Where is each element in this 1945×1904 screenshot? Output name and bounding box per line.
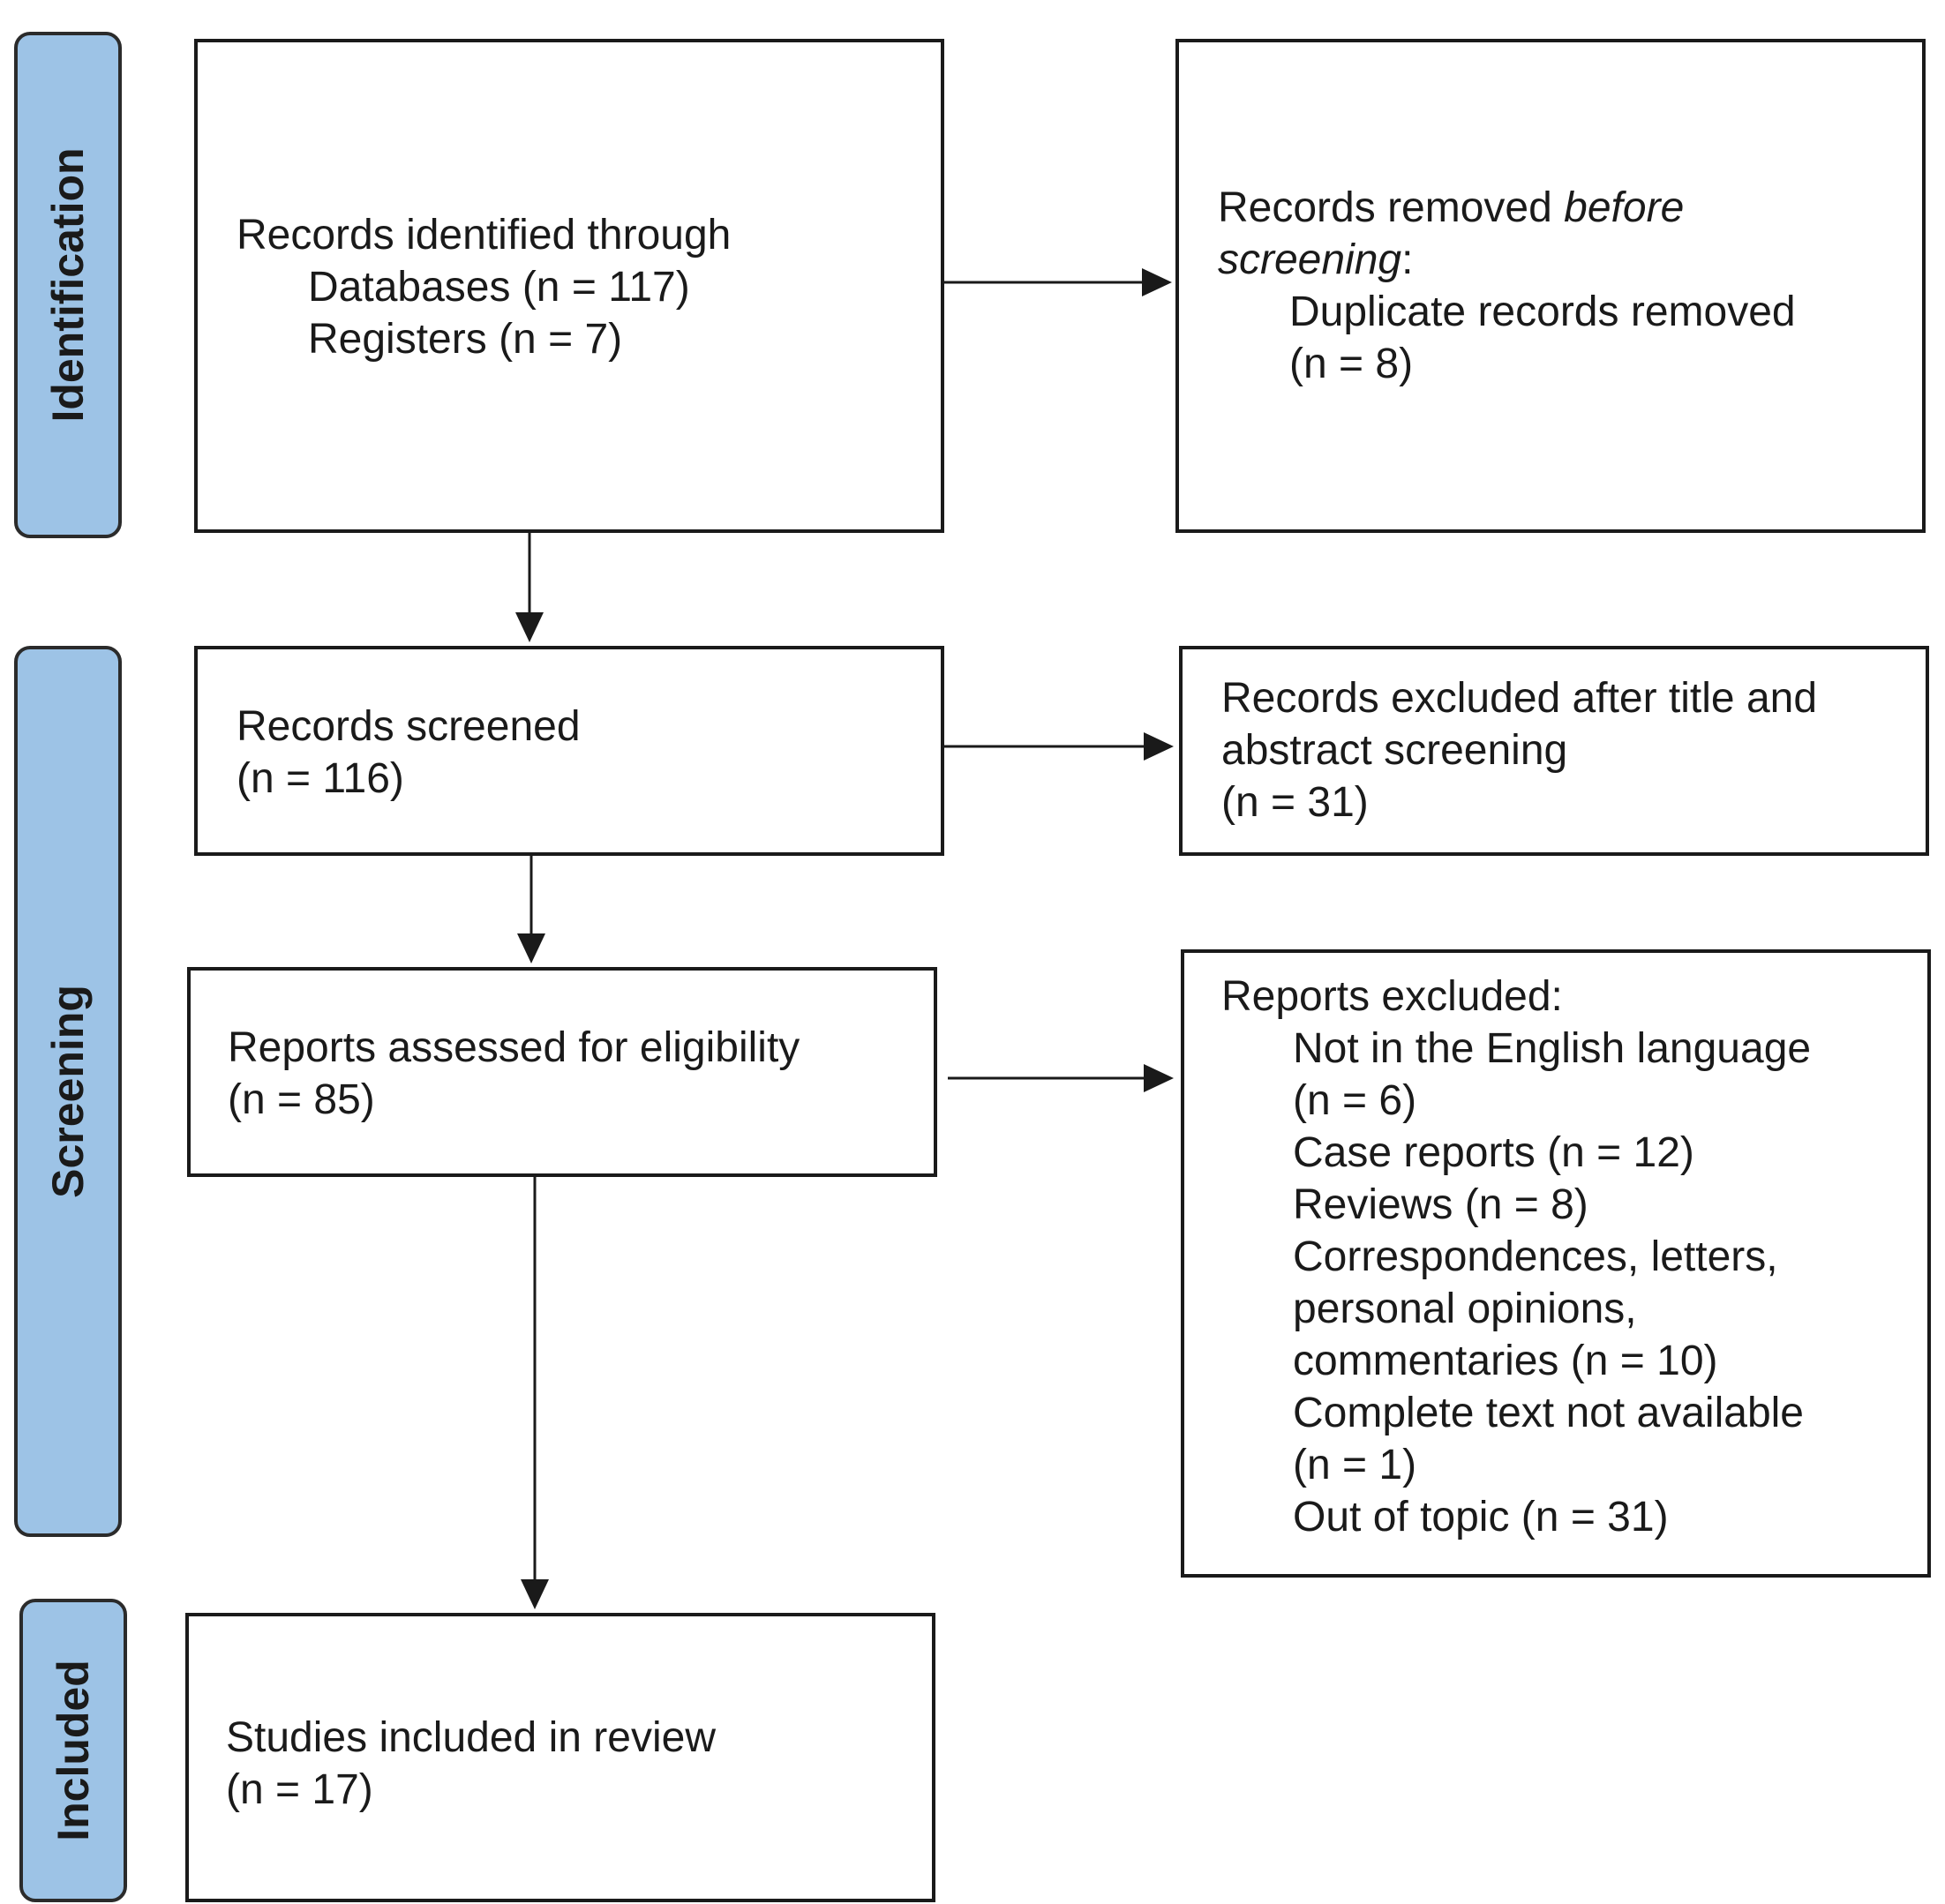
duplicate-records-count: (n = 8) xyxy=(1289,341,1414,387)
reason-line: Correspondences, letters, xyxy=(1293,1233,1778,1280)
studies-included-text: Studies included in review (n = 17) xyxy=(226,1712,716,1816)
stage-identification: Identification xyxy=(14,32,122,538)
stage-screening-label: Screening xyxy=(43,985,93,1198)
records-screened-box xyxy=(194,646,944,856)
reason-line: Not in the English language xyxy=(1293,1025,1812,1072)
registers-count: Registers (n = 7) xyxy=(308,316,623,363)
removed-colon: : xyxy=(1401,236,1414,283)
records-identified-box xyxy=(194,39,944,533)
records-identified-title: Records identified through xyxy=(237,212,732,259)
stage-included-label: Included xyxy=(49,1660,98,1841)
records-excluded-line-1: Records excluded after title and xyxy=(1221,675,1818,722)
arrowhead-assessed xyxy=(517,933,545,963)
stage-included: Included xyxy=(19,1599,127,1902)
reports-assessed-box xyxy=(187,967,937,1177)
records-screened-text: Records screened (n = 116) xyxy=(237,701,581,805)
arrowhead-excluded xyxy=(1144,732,1174,761)
reason-line: Reviews (n = 8) xyxy=(1293,1181,1588,1228)
records-screened-title: Records screened xyxy=(237,703,581,750)
stage-screening: Screening xyxy=(14,646,122,1537)
removed-screening: screening xyxy=(1218,236,1402,283)
duplicate-records-label: Duplicate records removed xyxy=(1289,289,1796,335)
reason-line: (n = 1) xyxy=(1293,1442,1417,1488)
reason-line: personal opinions, xyxy=(1293,1286,1637,1332)
databases-count: Databases (n = 117) xyxy=(308,264,690,311)
reason-line: Complete text not available xyxy=(1293,1390,1804,1436)
reason-line: (n = 6) xyxy=(1293,1077,1417,1124)
arrowhead-removed xyxy=(1142,268,1172,296)
arrowhead-reports-excluded xyxy=(1144,1064,1174,1092)
studies-included-count: (n = 17) xyxy=(226,1766,373,1813)
records-excluded-box xyxy=(1179,646,1929,856)
removed-prefix: Records removed xyxy=(1218,184,1565,231)
studies-included-box xyxy=(185,1613,935,1902)
records-removed-text: Records removed before screening: Duplic… xyxy=(1218,182,1796,390)
reports-excluded-text: Reports excluded: Not in the English lan… xyxy=(1221,971,1811,1543)
arrowhead-included xyxy=(521,1579,549,1609)
records-excluded-line-2: abstract screening xyxy=(1221,727,1568,774)
reason-line: Case reports (n = 12) xyxy=(1293,1129,1694,1176)
reason-line: Out of topic (n = 31) xyxy=(1293,1494,1669,1540)
studies-included-title: Studies included in review xyxy=(226,1714,716,1761)
reports-excluded-box xyxy=(1181,949,1931,1578)
reason-line: commentaries (n = 10) xyxy=(1293,1338,1718,1384)
records-excluded-count: (n = 31) xyxy=(1221,779,1369,826)
stage-identification-label: Identification xyxy=(43,147,93,423)
records-excluded-text: Records excluded after title and abstrac… xyxy=(1221,672,1817,828)
reports-assessed-text: Reports assessed for eligibility (n = 85… xyxy=(228,1022,800,1126)
reports-excluded-title: Reports excluded: xyxy=(1221,973,1563,1020)
removed-before: before xyxy=(1564,184,1685,231)
records-screened-count: (n = 116) xyxy=(237,755,404,802)
records-identified-text: Records identified through Databases (n … xyxy=(237,209,731,365)
reports-assessed-count: (n = 85) xyxy=(228,1076,375,1123)
arrowhead-screened xyxy=(515,612,544,642)
reports-assessed-title: Reports assessed for eligibility xyxy=(228,1024,800,1071)
records-removed-box xyxy=(1175,39,1926,533)
